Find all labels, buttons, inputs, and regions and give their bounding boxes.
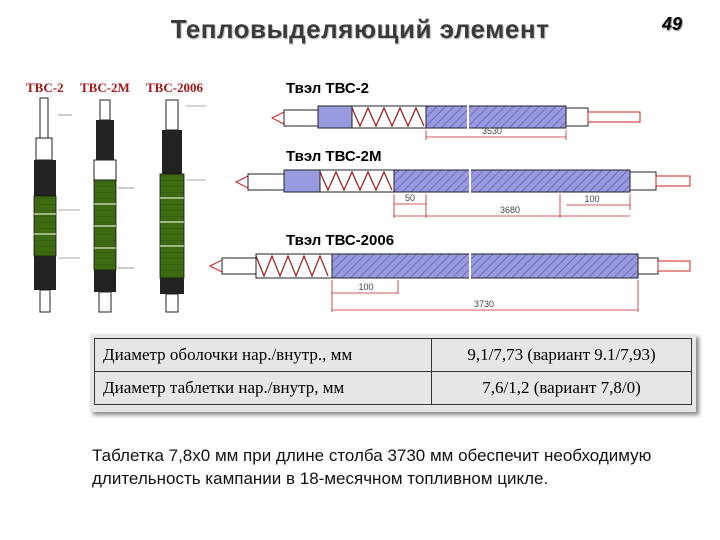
- page-number: 49: [661, 14, 682, 34]
- rod-tvs2006-drawing: [208, 252, 691, 312]
- spec-value-cladding: 9,1/7,73 (вариант 9.1/7,93): [431, 338, 692, 372]
- dim-tvs2m-length: 3680: [500, 205, 520, 215]
- specs-table: Диаметр оболочки нар./внутр., мм 9,1/7,7…: [93, 338, 692, 405]
- rod-title-tvs2m: Твэл ТВС-2М: [286, 148, 382, 165]
- assembly-label-tvs2006: ТВС-2006: [146, 80, 204, 95]
- assembly-tvs2006-drawing: [159, 99, 206, 313]
- spec-param-pellet: Диаметр таблетки нар./внутр, мм: [93, 371, 433, 405]
- table-row: Диаметр таблетки нар./внутр, мм 7,6/1,2 …: [93, 371, 692, 405]
- assembly-label-tvs2: ТВС-2: [26, 80, 64, 95]
- spec-value-pellet: 7,6/1,2 (вариант 7,8/0): [431, 371, 692, 405]
- rod-title-tvs2006: Твэл ТВС-2006: [286, 232, 395, 249]
- dim-tvs2m-50: 50: [405, 193, 415, 203]
- table-row: Диаметр оболочки нар./внутр., мм 9,1/7,7…: [93, 338, 692, 372]
- dim-tvs2m-100: 100: [584, 194, 599, 204]
- assembly-tvs2-drawing: [33, 97, 80, 313]
- fuel-diagram: 3530 50 3680 100 100 3730: [33, 97, 691, 313]
- dim-tvs2-length: 3530: [482, 126, 502, 136]
- spec-param-cladding: Диаметр оболочки нар./внутр., мм: [93, 338, 433, 372]
- assembly-tvs2m-drawing: [93, 99, 134, 313]
- page-title: Тепловыделяющий элемент: [170, 14, 550, 44]
- rod-title-tvs2: Твэл ТВС-2: [286, 80, 370, 97]
- rod-tvs2m-drawing: [234, 168, 691, 218]
- note-text: Таблетка 7,8х0 мм при длине столба 3730 …: [92, 446, 652, 488]
- dim-tvs2006-100: 100: [358, 282, 373, 292]
- dim-tvs2006-length: 3730: [474, 299, 494, 309]
- rod-tvs2-drawing: [270, 104, 641, 140]
- assembly-label-tvs2m: ТВС-2М: [80, 80, 130, 95]
